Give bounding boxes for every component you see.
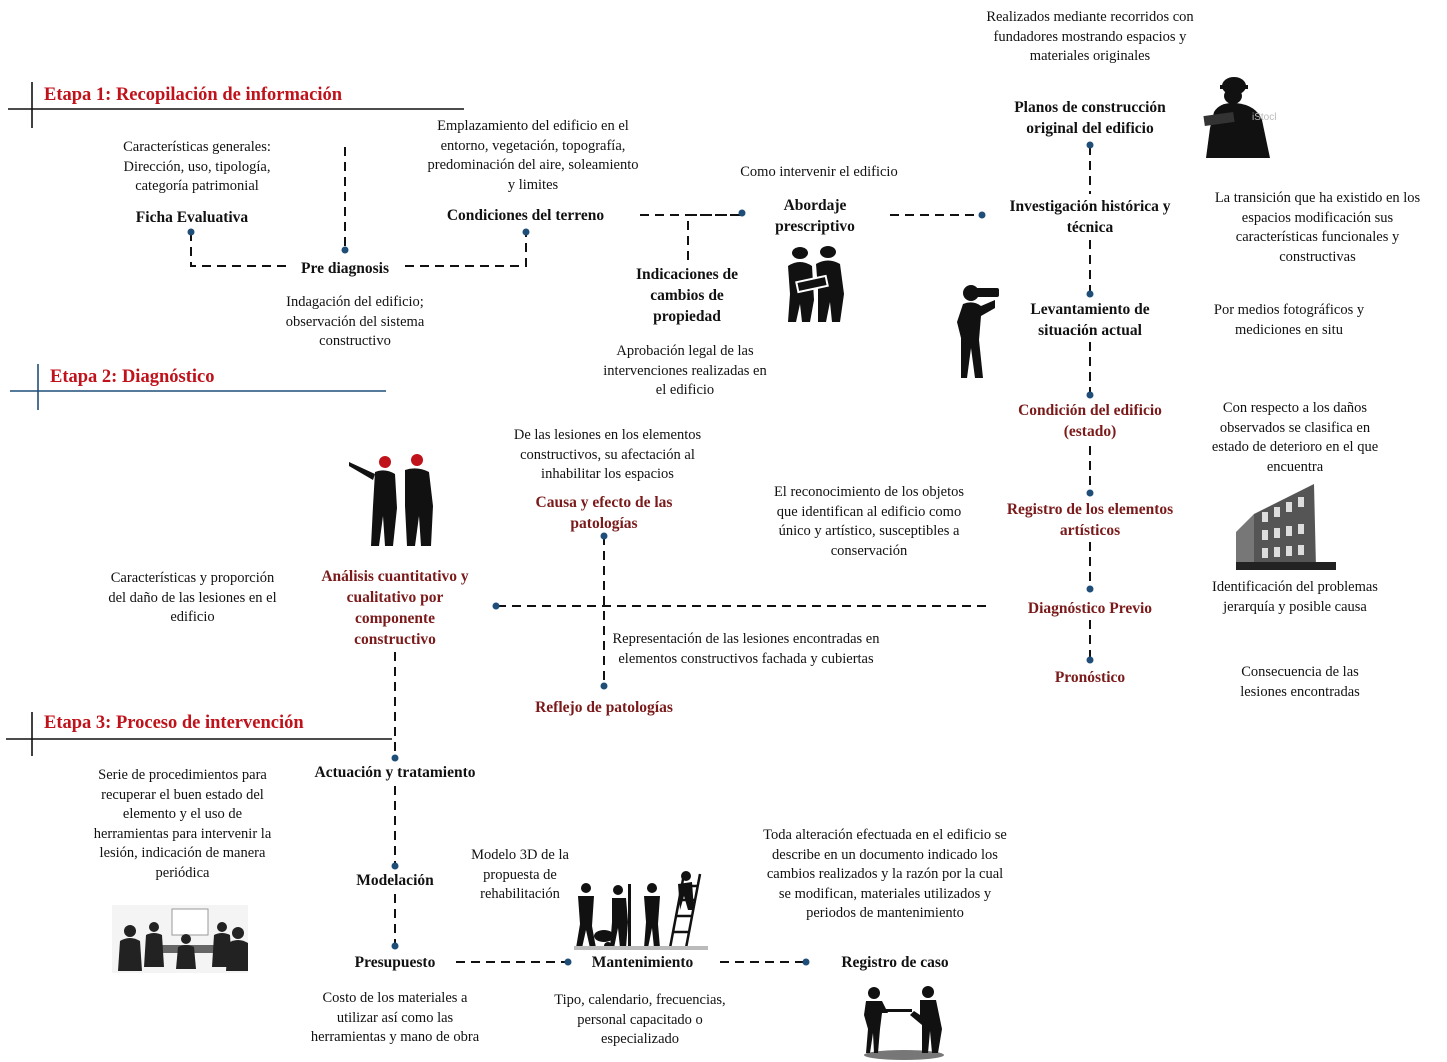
photographer-icon <box>957 285 999 378</box>
node-levantamiento: Levantamiento de situación actual <box>1030 301 1150 339</box>
note-proporcion: Características y proporción del daño de… <box>108 570 277 625</box>
node-mantenimiento: Mantenimiento <box>591 954 694 971</box>
node-dot <box>391 942 399 950</box>
meeting-icon <box>112 905 248 973</box>
node-dot <box>1086 656 1094 664</box>
note-danos: Con respecto a los daños observados se c… <box>1211 400 1379 475</box>
node-dot <box>391 754 399 762</box>
node-condicion-edificio: Condición del edificio (estado) <box>1018 402 1162 440</box>
node-diagnostico-previo: Diagnóstico Previo <box>1027 600 1153 617</box>
stage-1-title: Etapa 1: Recopilación de información <box>44 85 343 105</box>
node-pronostico: Pronóstico <box>1054 669 1126 686</box>
node-condiciones-terreno: Condiciones del terreno <box>446 207 605 224</box>
stage-3-title: Etapa 3: Proceso de intervención <box>44 713 304 733</box>
note-caracteristicas: Características generales: Dirección, us… <box>123 139 271 194</box>
node-investigacion-historica: Investigación histórica y técnica <box>1009 198 1171 236</box>
node-abordaje-prescriptivo: Abordaje prescriptivo <box>775 197 855 235</box>
engineers-icon <box>788 246 844 322</box>
node-dot <box>522 228 530 236</box>
connector <box>190 232 288 267</box>
note-identificacion: Identificación del problemas jerarquía y… <box>1212 579 1378 615</box>
node-dot <box>564 958 572 966</box>
watermark: iStock <box>1252 112 1276 123</box>
note-transicion: La transición que ha existido en los esp… <box>1214 190 1421 265</box>
note-alteracion: Toda alteración efectuada en el edificio… <box>763 827 1007 921</box>
handshake-icon <box>864 986 944 1060</box>
note-modelo3d: Modelo 3D de la propuesta de rehabilitac… <box>471 847 569 902</box>
node-pre-diagnosis: Pre diagnosis <box>301 260 389 277</box>
stage-2-title: Etapa 2: Diagnóstico <box>50 367 215 387</box>
node-dot <box>1086 141 1094 149</box>
node-registro-caso: Registro de caso <box>841 954 949 971</box>
node-dot <box>187 228 195 236</box>
node-dot <box>600 682 608 690</box>
node-dot <box>1086 290 1094 298</box>
note-representacion: Representación de las lesiones encontrad… <box>612 631 880 667</box>
construction-workers-icon <box>574 871 708 950</box>
note-aprobacion: Aprobación legal de las intervenciones r… <box>603 343 767 398</box>
note-lesiones: De las lesiones en los elementos constru… <box>513 427 702 482</box>
note-costo: Costo de los materiales a utilizar así c… <box>310 990 480 1045</box>
node-dot <box>1086 585 1094 593</box>
note-fotograficos: Por medios fotográficos y mediciones en … <box>1213 302 1365 338</box>
building-photo-icon <box>1236 480 1336 570</box>
connector <box>687 214 742 264</box>
note-procedimientos: Serie de procedimientos para recuperar e… <box>93 767 272 881</box>
node-presupuesto: Presupuesto <box>354 954 436 971</box>
connector <box>405 232 527 267</box>
node-analisis-cuantitativo: Análisis cuantitativo y cualitativo por … <box>321 568 469 648</box>
note-indagacion: Indagación del edificio; observación del… <box>285 294 425 349</box>
node-dot <box>978 211 986 219</box>
worker-with-tablet-icon: iStock <box>1203 77 1276 158</box>
node-dot <box>391 862 399 870</box>
note-reconocimiento: El reconocimiento de los objetos que ide… <box>773 484 965 559</box>
node-dot <box>1086 489 1094 497</box>
node-actuacion-tratamiento: Actuación y tratamiento <box>314 764 476 781</box>
note-como-intervenir: Como intervenir el edificio <box>740 164 898 180</box>
note-tipo: Tipo, calendario, frecuencias, personal … <box>554 992 726 1047</box>
node-dot <box>341 246 349 254</box>
node-ficha-evaluativa: Ficha Evaluativa <box>135 209 249 226</box>
node-registro-artisticos: Registro de los elementos artísticos <box>1006 501 1174 539</box>
note-recorridos: Realizados mediante recorridos con funda… <box>986 9 1194 64</box>
node-causa-efecto: Causa y efecto de las patologías <box>535 494 673 532</box>
node-planos-construccion: Planos de construcción original del edif… <box>1014 99 1166 137</box>
node-modelacion: Modelación <box>356 872 434 889</box>
node-dot <box>600 532 608 540</box>
node-dot <box>738 209 746 217</box>
inspectors-icon <box>349 454 433 546</box>
node-reflejo-patologias: Reflejo de patologías <box>535 699 673 716</box>
node-dot <box>802 958 810 966</box>
node-dot <box>492 602 500 610</box>
node-dot <box>1086 391 1094 399</box>
note-consecuencia: Consecuencia de las lesiones encontradas <box>1240 664 1360 700</box>
note-emplazamiento: Emplazamiento del edificio en el entorno… <box>427 118 639 193</box>
node-indicaciones-cambios: Indicaciones de cambios de propiedad <box>635 266 739 325</box>
